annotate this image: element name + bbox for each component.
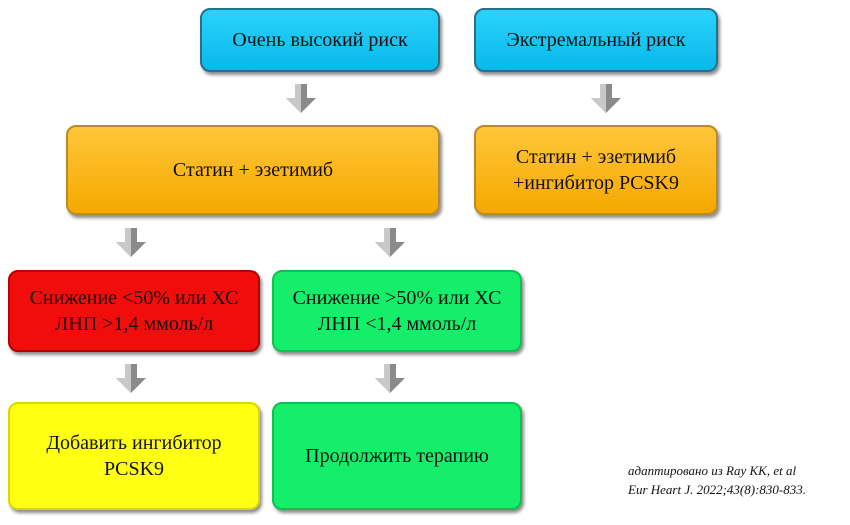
citation: адаптировано из Ray KK, et al Eur Heart … (628, 462, 806, 500)
very-high-risk-box: Очень высокий риск (200, 8, 440, 72)
add-pcsk9-box: Добавить ингибитор PCSK9 (8, 402, 260, 510)
box-label: Снижение <50% или ХС ЛНП >1,4 ммоль/л (29, 287, 239, 335)
box-label: Статин + эзетимиб +ингибитор PCSK9 (513, 146, 679, 194)
down-arrow-icon (116, 364, 146, 393)
down-arrow-icon (591, 84, 621, 113)
citation-line-2: Eur Heart J. 2022;43(8):830-833. (628, 481, 806, 497)
box-label: Статин + эзетимиб (172, 159, 334, 181)
statin-ezetimibe-pcsk9-box: Статин + эзетимиб +ингибитор PCSK9 (474, 125, 718, 215)
box-label: Продолжить терапию (305, 445, 489, 467)
down-arrow-icon (116, 228, 146, 257)
statin-ezetimibe-box: Статин + эзетимиб (66, 125, 440, 215)
down-arrow-icon (286, 84, 316, 113)
box-label: Снижение >50% или ХС ЛНП <1,4 ммоль/л (292, 287, 502, 335)
reduction-more-50-box: Снижение >50% или ХС ЛНП <1,4 ммоль/л (272, 270, 522, 352)
extreme-risk-box: Экстремальный риск (474, 8, 718, 72)
box-label: Очень высокий риск (232, 29, 408, 51)
down-arrow-icon (375, 228, 405, 257)
reduction-less-50-box: Снижение <50% или ХС ЛНП >1,4 ммоль/л (8, 270, 260, 352)
citation-line-1: адаптировано из Ray KK, et al (628, 463, 797, 478)
down-arrow-icon (375, 364, 405, 393)
box-label: Экстремальный риск (506, 29, 686, 51)
box-label: Добавить ингибитор PCSK9 (46, 432, 222, 480)
continue-therapy-box: Продолжить терапию (272, 402, 522, 510)
